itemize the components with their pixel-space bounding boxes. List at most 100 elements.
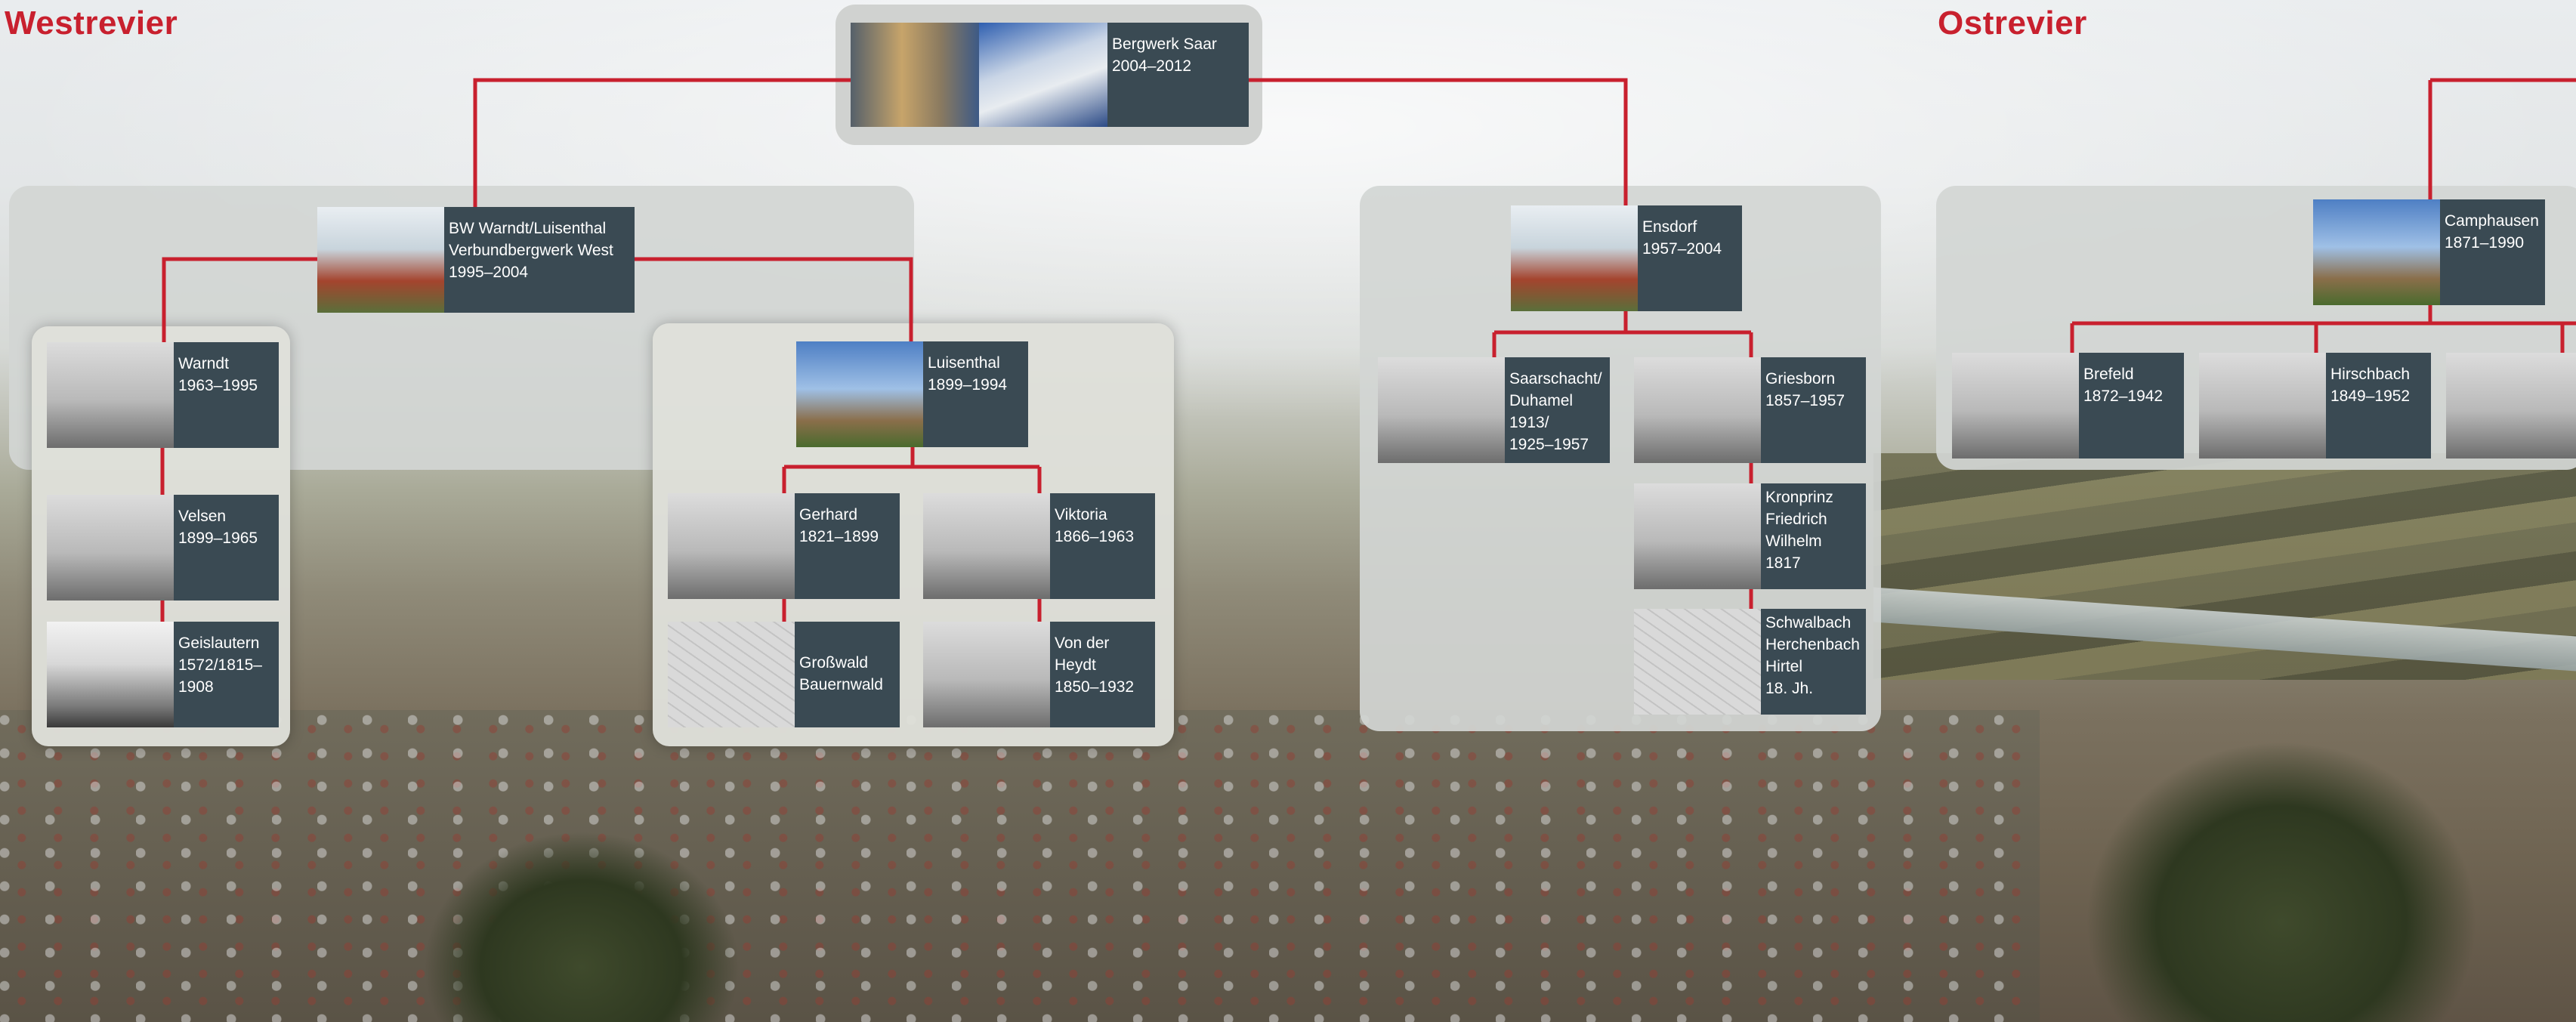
card-title: BW Warndt/Luisenthal xyxy=(449,220,607,237)
card-title: Friedrich xyxy=(1765,511,1827,528)
pine-tree xyxy=(423,831,740,1022)
card-warndt[interactable]: Warndt 1963–1995 xyxy=(47,342,279,448)
card-title: Duhamel xyxy=(1509,392,1574,409)
card-label: Velsen 1899–1965 xyxy=(174,495,279,601)
card-years: 1572/1815– xyxy=(178,656,262,674)
card-title: Heydt xyxy=(1055,656,1096,674)
mine-photo xyxy=(1378,357,1505,463)
card-title: Kronprinz xyxy=(1765,489,1833,506)
card-label: Camphausen 1871–1990 xyxy=(2440,199,2545,305)
card-label: Hirschbach 1849–1952 xyxy=(2326,353,2431,459)
card-camphausen[interactable]: Camphausen 1871–1990 xyxy=(2313,199,2545,305)
card-title: Velsen xyxy=(178,508,227,525)
mine-photo xyxy=(1634,357,1761,463)
card-grosswald[interactable]: Großwald Bauernwald xyxy=(668,622,900,727)
connector-ensdorf-split xyxy=(1492,310,1753,357)
card-title: Hirtel xyxy=(1765,658,1803,675)
map-photo xyxy=(668,622,795,727)
card-label: Großwald Bauernwald xyxy=(795,622,900,727)
connector-west-warndt xyxy=(162,257,317,344)
card-kronprinz-friedrich-wilhelm[interactable]: Kronprinz Friedrich Wilhelm 1817 xyxy=(1634,483,1866,589)
mine-photo xyxy=(317,207,444,313)
card-title: Herchenbach xyxy=(1765,636,1860,653)
card-title: Wilhelm xyxy=(1765,533,1822,550)
card-years: 1908 xyxy=(178,678,214,696)
card-bergwerk-saar[interactable]: Bergwerk Saar 2004–2012 xyxy=(851,23,1249,127)
card-gerhard[interactable]: Gerhard 1821–1899 xyxy=(668,493,900,599)
mine-photo xyxy=(1952,353,2079,459)
card-years: 1821–1899 xyxy=(799,528,879,545)
card-label: BW Warndt/Luisenthal Verbundbergwerk Wes… xyxy=(444,207,635,313)
card-years: 1871–1990 xyxy=(2445,234,2525,252)
pine-tree xyxy=(2085,740,2478,1022)
card-title: Ensdorf xyxy=(1642,218,1697,236)
mine-photo xyxy=(2313,199,2440,305)
mine-photo xyxy=(1634,483,1761,589)
card-label: Viktoria 1866–1963 xyxy=(1050,493,1155,599)
card-label: Bergwerk Saar 2004–2012 xyxy=(1107,23,1249,127)
card-ensdorf[interactable]: Ensdorf 1957–2004 xyxy=(1511,205,1742,311)
card-years: 1849–1952 xyxy=(2330,387,2411,405)
card-title: Großwald xyxy=(799,654,869,672)
mine-photo xyxy=(2446,353,2576,459)
card-bw-warndt-luisenthal[interactable]: BW Warndt/Luisenthal Verbundbergwerk Wes… xyxy=(317,207,635,313)
card-von-der-heydt[interactable]: Von der Heydt 1850–1932 xyxy=(923,622,1155,727)
connector-west-luisenthal xyxy=(633,257,913,344)
card-label: Luisenthal 1899–1994 xyxy=(923,341,1028,447)
card-partial-ost[interactable] xyxy=(2446,353,2576,459)
card-years: 1899–1994 xyxy=(928,376,1008,394)
card-years: 1872–1942 xyxy=(2083,387,2164,405)
town-landscape xyxy=(0,710,2040,1022)
card-title: Viktoria xyxy=(1055,506,1107,523)
card-title: Griesborn xyxy=(1765,370,1836,387)
card-years: 1913/ xyxy=(1509,414,1549,431)
mine-photo xyxy=(668,493,795,599)
card-years: 1866–1963 xyxy=(1055,528,1135,545)
card-griesborn[interactable]: Griesborn 1857–1957 xyxy=(1634,357,1866,463)
card-title: Von der xyxy=(1055,635,1110,652)
card-title: Brefeld xyxy=(2083,366,2134,383)
card-label: Saarschacht/ Duhamel 1913/ 1925–1957 xyxy=(1505,357,1610,463)
card-years: 1850–1932 xyxy=(1055,678,1135,696)
card-label: Ensdorf 1957–2004 xyxy=(1638,205,1742,311)
card-title: Geislautern xyxy=(178,635,260,652)
card-years: 1857–1957 xyxy=(1765,392,1846,409)
connector-ost-top xyxy=(2428,78,2576,199)
mine-photo xyxy=(923,622,1050,727)
mine-photo xyxy=(796,341,923,447)
card-years: 1925–1957 xyxy=(1509,436,1589,453)
card-velsen[interactable]: Velsen 1899–1965 xyxy=(47,495,279,601)
card-brefeld[interactable]: Brefeld 1872–1942 xyxy=(1952,353,2184,459)
card-schwalbach[interactable]: Schwalbach Herchenbach Hirtel 18. Jh. xyxy=(1634,609,1866,715)
card-title: Bergwerk Saar xyxy=(1112,36,1217,53)
card-title: Hirschbach xyxy=(2330,366,2411,383)
connector-camphausen-split xyxy=(2070,305,2576,353)
card-title: Camphausen xyxy=(2445,212,2539,230)
region-title-ost: Ostrevier xyxy=(1938,5,2087,42)
card-label: Gerhard 1821–1899 xyxy=(795,493,900,599)
connector-root-ensdorf xyxy=(1248,78,1628,205)
card-saarschacht-duhamel[interactable]: Saarschacht/ Duhamel 1913/ 1925–1957 xyxy=(1378,357,1610,463)
card-title: Warndt xyxy=(178,355,229,372)
card-title: Saarschacht/ xyxy=(1509,370,1602,387)
mine-photo xyxy=(47,342,174,448)
card-viktoria[interactable]: Viktoria 1866–1963 xyxy=(923,493,1155,599)
card-hirschbach[interactable]: Hirschbach 1849–1952 xyxy=(2199,353,2431,459)
card-subtitle: Bauernwald xyxy=(799,676,883,693)
mine-photo xyxy=(47,495,174,601)
mine-photo xyxy=(47,622,174,727)
card-title: Schwalbach xyxy=(1765,614,1852,631)
card-luisenthal[interactable]: Luisenthal 1899–1994 xyxy=(796,341,1028,447)
card-title: Gerhard xyxy=(799,506,858,523)
card-subtitle: Verbundbergwerk West xyxy=(449,242,613,259)
connector-luisenthal-split xyxy=(782,447,1042,493)
card-label: Geislautern 1572/1815– 1908 xyxy=(174,622,279,727)
card-label: Warndt 1963–1995 xyxy=(174,342,279,448)
card-years: 1817 xyxy=(1765,554,1801,572)
mine-photo xyxy=(1511,205,1638,311)
card-label: Kronprinz Friedrich Wilhelm 1817 xyxy=(1761,483,1866,589)
card-geislautern[interactable]: Geislautern 1572/1815– 1908 xyxy=(47,622,279,727)
card-years: 1957–2004 xyxy=(1642,240,1722,258)
